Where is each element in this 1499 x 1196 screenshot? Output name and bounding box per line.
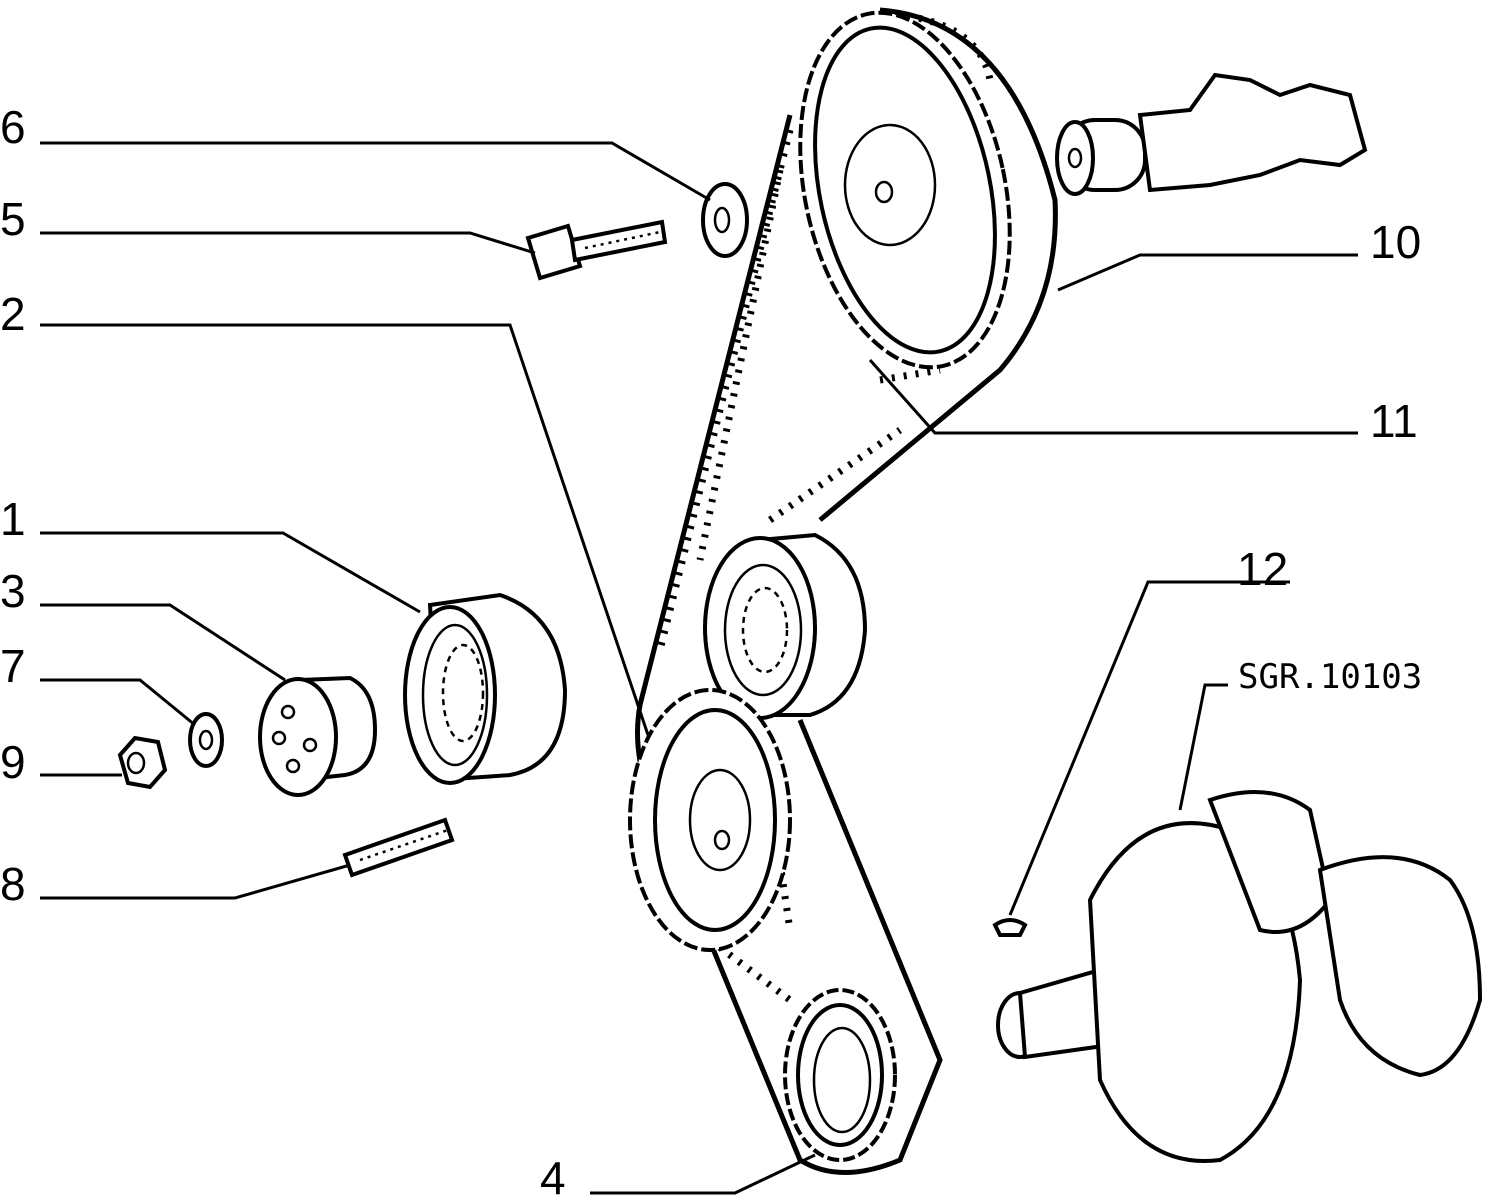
callout-3: 3 xyxy=(0,565,26,617)
washer-6 xyxy=(701,182,749,258)
callout-labels: 6 5 2 1 3 7 9 8 10 11 12 4 SGR.10103 xyxy=(0,101,1422,1196)
callout-5: 5 xyxy=(0,193,26,245)
tensioner-bearing xyxy=(403,592,568,785)
callout-4: 4 xyxy=(540,1152,566,1196)
stud-8 xyxy=(342,817,455,878)
callout-11: 11 xyxy=(1370,395,1418,447)
callout-9: 9 xyxy=(0,736,26,788)
crankshaft xyxy=(996,790,1483,1163)
callout-6: 6 xyxy=(0,101,26,153)
callout-12: 12 xyxy=(1237,543,1288,595)
eccentric-hub xyxy=(258,675,378,797)
callout-1: 1 xyxy=(0,493,26,545)
callout-8: 8 xyxy=(0,858,26,910)
tensioner-pulley xyxy=(703,532,868,720)
intermediate-pulley xyxy=(628,688,792,952)
bolt-5 xyxy=(525,219,668,281)
washer-7 xyxy=(188,712,224,768)
callout-7: 7 xyxy=(0,640,26,692)
woodruff-key-12 xyxy=(992,918,1028,937)
camshaft-pulley xyxy=(798,10,1012,370)
callout-10: 10 xyxy=(1370,216,1421,268)
leader-lines xyxy=(40,141,1358,1195)
callout-2: 2 xyxy=(0,288,26,340)
crankshaft-pulley xyxy=(783,988,897,1162)
reference-code: SGR.10103 xyxy=(1238,657,1422,697)
timing-belt xyxy=(635,7,1058,1175)
nut-9 xyxy=(117,735,168,790)
camshaft xyxy=(1055,72,1368,196)
